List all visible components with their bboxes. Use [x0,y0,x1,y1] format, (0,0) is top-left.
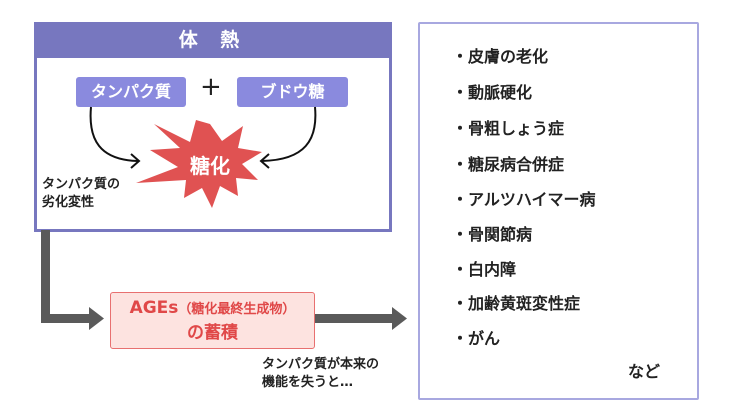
disease-item: ・糖尿病合併症 [452,155,565,174]
ages-box: AGEs（糖化最終生成物） の蓄積 [110,292,315,349]
plus-sign: + [200,72,222,102]
function-loss-note: タンパク質が本来の 機能を失うと… [262,356,379,392]
disease-item: ・骨関節病 [452,225,533,244]
disease-item: ・動脈硬化 [452,83,533,102]
function-loss-line: タンパク質が本来の [262,357,380,372]
disease-item: ・加齢黄斑変性症 [452,294,581,313]
denature-note-line: タンパク質の [42,177,121,192]
disease-item: ・アルツハイマー病 [452,190,596,209]
burst-shape [136,120,262,208]
disease-item: ・骨粗しょう症 [452,119,565,138]
disease-item: ・がん [452,329,501,348]
glycation-label: 糖化 [190,154,230,178]
glucose-label: ブドウ糖 [237,77,348,107]
denature-note: タンパク質の 劣化変性 [42,176,120,212]
ages-subtitle: （糖化最終生成物） [178,302,296,317]
disease-item: ・白内障 [452,260,517,279]
protein-label: タンパク質 [76,77,186,107]
denature-note-line: 劣化変性 [42,195,95,210]
disease-list-panel [418,22,699,400]
arrow-protein-to-glycation [89,106,141,169]
arrow-glucose-to-glycation [259,106,317,169]
function-loss-line: 機能を失うと… [262,375,354,390]
disease-item: ・皮膚の老化 [452,47,549,66]
ages-accumulation: の蓄積 [187,323,238,343]
connector-arrow-right [314,307,407,330]
panel-header: 体 熱 [34,22,392,58]
ages-title: AGEs [129,298,179,318]
etc-label: など [628,362,661,381]
connector-arrow-left [41,230,104,330]
